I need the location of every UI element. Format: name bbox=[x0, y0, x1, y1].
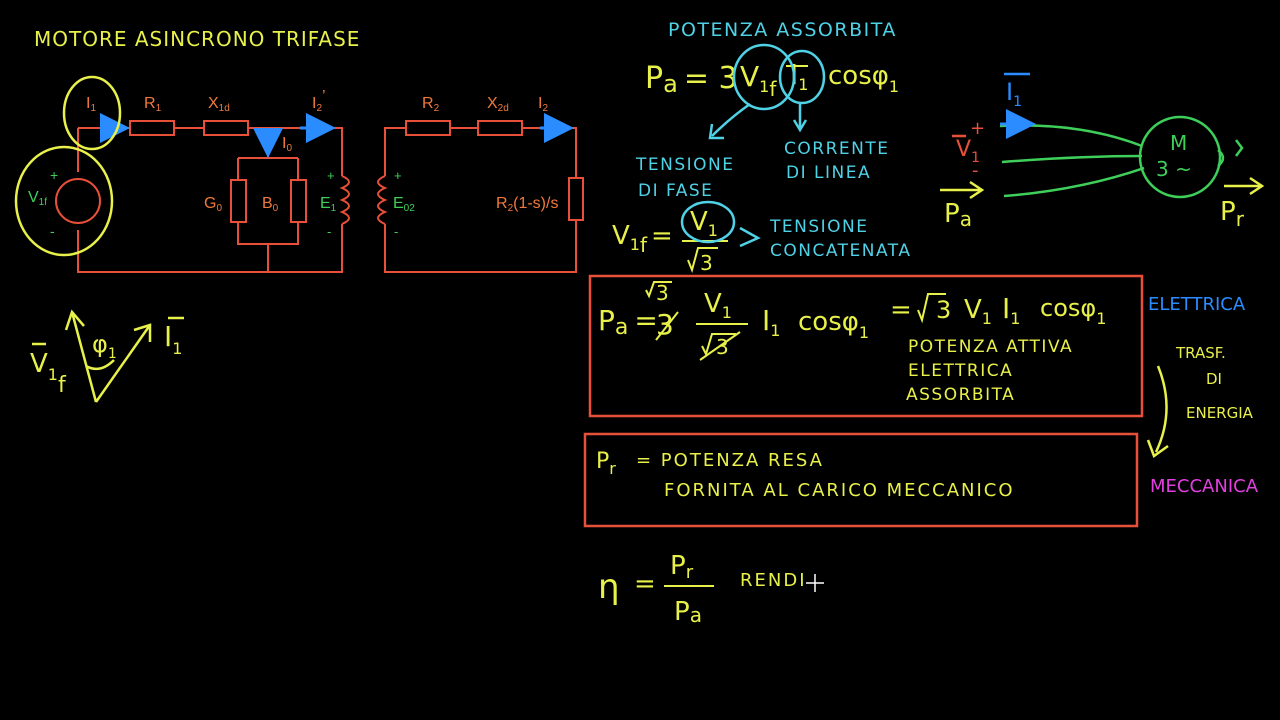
label-minus: - bbox=[50, 223, 55, 239]
formula-pa-circles bbox=[708, 43, 826, 140]
formula-pa: Pa= 3 V1f I1 cosφ1 bbox=[645, 58, 899, 101]
label-x2d: X2d bbox=[487, 95, 509, 114]
svg-text:I1: I1 bbox=[762, 304, 780, 340]
label-x1d: X1d bbox=[208, 95, 230, 114]
label-e02: E02 bbox=[393, 195, 415, 214]
motor-i1: I1 bbox=[1006, 78, 1022, 110]
box-pr-definition bbox=[583, 432, 1139, 528]
svg-text:cosφ1: cosφ1 bbox=[1040, 294, 1106, 328]
svg-text:3: 3 bbox=[700, 251, 713, 275]
motor-diagram bbox=[999, 115, 1244, 199]
svg-text:I1: I1 bbox=[1002, 292, 1020, 328]
side-labels: ELETTRICA TRASF. DI ENERGIA MECCANICA bbox=[1148, 294, 1259, 497]
phasor-diagram bbox=[32, 309, 184, 403]
motor-v1: V1 bbox=[956, 137, 980, 166]
phasor-phi: φ1 bbox=[92, 330, 117, 362]
label-e1: E1 bbox=[320, 195, 337, 214]
svg-text:Pa: Pa bbox=[674, 597, 702, 627]
svg-text:DI: DI bbox=[1206, 370, 1222, 388]
motor-labels: M 3 ~ I1 V1 + - Pa Pr bbox=[944, 72, 1245, 231]
motor-m: M bbox=[1170, 131, 1187, 155]
page-title: MOTORE ASINCRONO TRIFASE bbox=[34, 27, 360, 51]
label-r-load: R2(1-s)/s bbox=[496, 195, 558, 214]
svg-text:FORNITA AL CARICO MECCANICO: FORNITA AL CARICO MECCANICO bbox=[664, 480, 1015, 501]
svg-text:ENERGIA: ENERGIA bbox=[1186, 404, 1254, 422]
equivalent-circuit bbox=[55, 120, 584, 273]
svg-text:= POTENZA RESA: = POTENZA RESA bbox=[636, 450, 824, 471]
motor-pr: Pr bbox=[1220, 197, 1245, 231]
svg-text:3: 3 bbox=[656, 281, 669, 305]
svg-text:V1: V1 bbox=[704, 289, 732, 322]
rendimento-word: RENDI bbox=[740, 570, 807, 591]
label-i0: I0 bbox=[282, 135, 292, 154]
svg-text:cosφ1: cosφ1 bbox=[798, 307, 869, 342]
power-heading: POTENZA ASSORBITA bbox=[668, 19, 897, 41]
phasor-v1f: V1f bbox=[30, 349, 67, 398]
circuit-green-labels: V1f + - E1 + - E02 + - bbox=[28, 167, 415, 239]
label-v1f: V1f bbox=[28, 189, 47, 208]
phasor-i1: I1 bbox=[164, 320, 182, 358]
box1-description: POTENZA ATTIVA ELETTRICA ASSORBITA bbox=[906, 337, 1073, 405]
svg-text:ASSORBITA: ASSORBITA bbox=[906, 385, 1015, 405]
label-i2-prime: I2’ bbox=[312, 88, 326, 114]
svg-text:-: - bbox=[327, 224, 331, 239]
efficiency-formula: η = Pr Pa RENDI bbox=[598, 551, 807, 627]
phasor-labels: V1f φ1 I1 bbox=[30, 320, 182, 398]
svg-text:Pr: Pr bbox=[670, 551, 694, 583]
current-arrows bbox=[100, 113, 574, 158]
cursor-icon bbox=[806, 574, 824, 592]
svg-text:Pa=: Pa= bbox=[598, 304, 658, 340]
box-pa-formula bbox=[588, 274, 1144, 418]
svg-text:+: + bbox=[327, 168, 335, 183]
label-i1: I1 bbox=[86, 95, 96, 114]
label-concatenata-2: CONCATENATA bbox=[770, 241, 912, 261]
svg-text:V1f=: V1f= bbox=[612, 221, 673, 257]
label-tensione-fase-2: DI FASE bbox=[638, 181, 713, 201]
svg-text:=: = bbox=[634, 569, 656, 599]
svg-text:Pa= 3: Pa= 3 bbox=[645, 61, 738, 98]
label-plus: + bbox=[50, 167, 58, 183]
circuit-labels: I1 R1 X1d I2’ I0 R2 X2d I2 G0 B0 R2(1-s)… bbox=[86, 88, 558, 214]
highlight-circles bbox=[14, 75, 122, 257]
label-concatenata-1: TENSIONE bbox=[769, 217, 869, 237]
svg-text:POTENZA ATTIVA: POTENZA ATTIVA bbox=[908, 337, 1073, 357]
motor-type: 3 ~ bbox=[1156, 157, 1192, 181]
label-g0: G0 bbox=[204, 195, 222, 214]
motor-pa: Pa bbox=[944, 199, 972, 231]
label-r1: R1 bbox=[144, 95, 162, 114]
svg-text:ELETTRICA: ELETTRICA bbox=[908, 361, 1013, 381]
svg-text:-: - bbox=[972, 160, 979, 181]
svg-text:3: 3 bbox=[936, 296, 951, 324]
svg-text:=: = bbox=[890, 295, 912, 325]
eta-symbol: η bbox=[598, 567, 620, 607]
label-elettrica: ELETTRICA bbox=[1148, 294, 1246, 315]
svg-text:+: + bbox=[394, 168, 402, 183]
label-corrente-linea-2: DI LINEA bbox=[786, 163, 871, 183]
label-i2: I2 bbox=[538, 95, 548, 114]
formula-v1f: V1f= V1 3 bbox=[612, 207, 728, 275]
label-tensione-fase-1: TENSIONE bbox=[635, 155, 735, 175]
svg-text:-: - bbox=[394, 224, 398, 239]
annot-labels: TENSIONE DI FASE CORRENTE DI LINEA TENSI… bbox=[635, 139, 912, 261]
box2-text: Pr = POTENZA RESA FORNITA AL CARICO MECC… bbox=[596, 449, 1015, 501]
box1-formula: Pa= 3 3 V1 3 I1 cosφ1 = 3 V1 I1 cosφ1 bbox=[598, 281, 1106, 361]
label-meccanica: MECCANICA bbox=[1150, 476, 1259, 497]
label-r2: R2 bbox=[422, 95, 440, 114]
svg-text:cosφ1: cosφ1 bbox=[828, 61, 899, 96]
svg-text:TRASF.: TRASF. bbox=[1175, 344, 1226, 362]
svg-text:V1f: V1f bbox=[740, 60, 777, 101]
svg-text:V1: V1 bbox=[690, 207, 718, 240]
svg-text:+: + bbox=[970, 118, 985, 139]
svg-text:V1: V1 bbox=[964, 295, 992, 328]
svg-text:Pr: Pr bbox=[596, 449, 616, 478]
label-corrente-linea-1: CORRENTE bbox=[784, 139, 889, 159]
label-b0: B0 bbox=[262, 195, 279, 214]
